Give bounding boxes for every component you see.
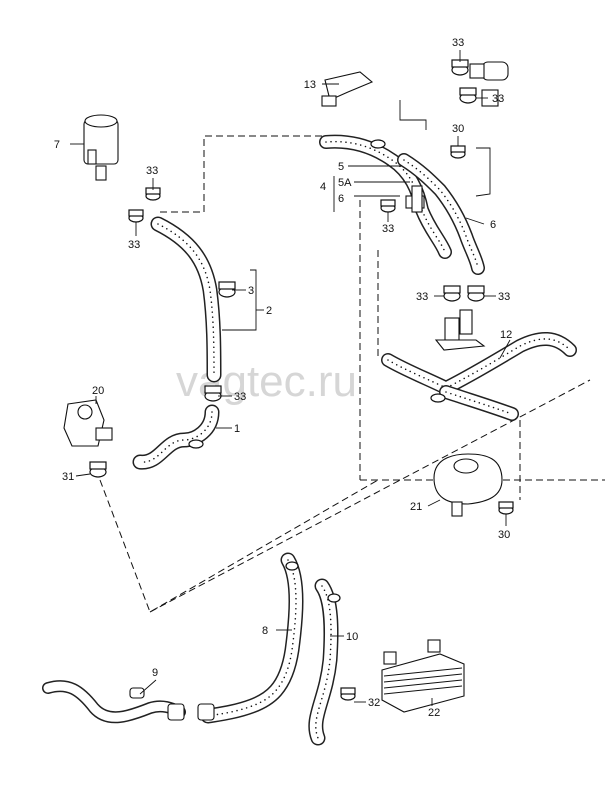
- label-33: 33: [146, 165, 158, 177]
- t-piece-5a: [405, 185, 425, 213]
- pipe-9: [42, 680, 186, 724]
- label-9: 9: [152, 667, 158, 679]
- label-3: 3: [248, 285, 254, 297]
- label-8: 8: [262, 625, 268, 637]
- label-1: 1: [234, 423, 240, 435]
- expansion-tank-21: [433, 453, 503, 517]
- part-number-labels: 7 33 33 3 2 33 1 20 31 13 33 33 30 5 5A …: [54, 37, 512, 719]
- clip-icon: [450, 145, 466, 159]
- clip-icon: [204, 385, 222, 402]
- watermark: vagtec.ru: [176, 357, 357, 406]
- label-32: 32: [368, 697, 380, 709]
- label-31: 31: [62, 471, 74, 483]
- hose-1: [132, 404, 220, 470]
- label-33: 33: [452, 37, 464, 49]
- pipe-fitting-9: [129, 687, 215, 721]
- clip-icon: [327, 593, 341, 603]
- label-33: 33: [498, 291, 510, 303]
- oil-cooler-22: [381, 639, 465, 713]
- clip-icon: [340, 687, 356, 701]
- reservoir-7: [83, 114, 119, 181]
- clip-icon: [430, 393, 446, 403]
- label-7: 7: [54, 139, 60, 151]
- label-33: 33: [492, 93, 504, 105]
- hose-6: [397, 153, 485, 275]
- connector-pipe-top: [469, 61, 509, 107]
- hose-12: [381, 332, 577, 421]
- label-6: 6: [338, 193, 344, 205]
- label-33: 33: [416, 291, 428, 303]
- label-33: 33: [128, 239, 140, 251]
- label-30: 30: [452, 123, 464, 135]
- label-20: 20: [92, 385, 104, 397]
- label-5: 5: [338, 161, 344, 173]
- thermostat-housing-20: [63, 399, 113, 447]
- clip-icon: [451, 59, 469, 76]
- clip-icon: [188, 439, 204, 449]
- hose-clips: [89, 59, 514, 701]
- label-2: 2: [266, 305, 272, 317]
- label-33: 33: [382, 223, 394, 235]
- label-33: 33: [234, 391, 246, 403]
- label-12: 12: [500, 329, 512, 341]
- label-6: 6: [490, 219, 496, 231]
- label-22: 22: [428, 707, 440, 719]
- leader-lines: [70, 50, 511, 706]
- hose-2: [150, 216, 222, 383]
- label-5a: 5A: [338, 177, 352, 189]
- hose-8: [200, 552, 304, 724]
- parts: [63, 61, 509, 721]
- clip-icon: [128, 209, 144, 223]
- label-4: 4: [320, 181, 326, 193]
- label-10: 10: [346, 631, 358, 643]
- hose-10: [308, 578, 339, 746]
- clip-icon: [467, 285, 485, 302]
- clip-icon: [380, 199, 396, 213]
- label-21: 21: [410, 501, 422, 513]
- clip-icon: [498, 501, 514, 515]
- hose-4: [319, 134, 452, 259]
- label-30: 30: [498, 529, 510, 541]
- hose-group: [42, 134, 577, 746]
- clip-icon: [218, 281, 236, 298]
- label-13: 13: [304, 79, 316, 91]
- clip-icon: [443, 285, 461, 302]
- connector-stubs: [434, 309, 486, 351]
- clip-icon: [89, 461, 107, 478]
- fitting-13: [321, 71, 374, 107]
- clip-icon: [459, 87, 477, 104]
- clip-icon: [285, 561, 299, 571]
- clip-icon: [370, 139, 386, 149]
